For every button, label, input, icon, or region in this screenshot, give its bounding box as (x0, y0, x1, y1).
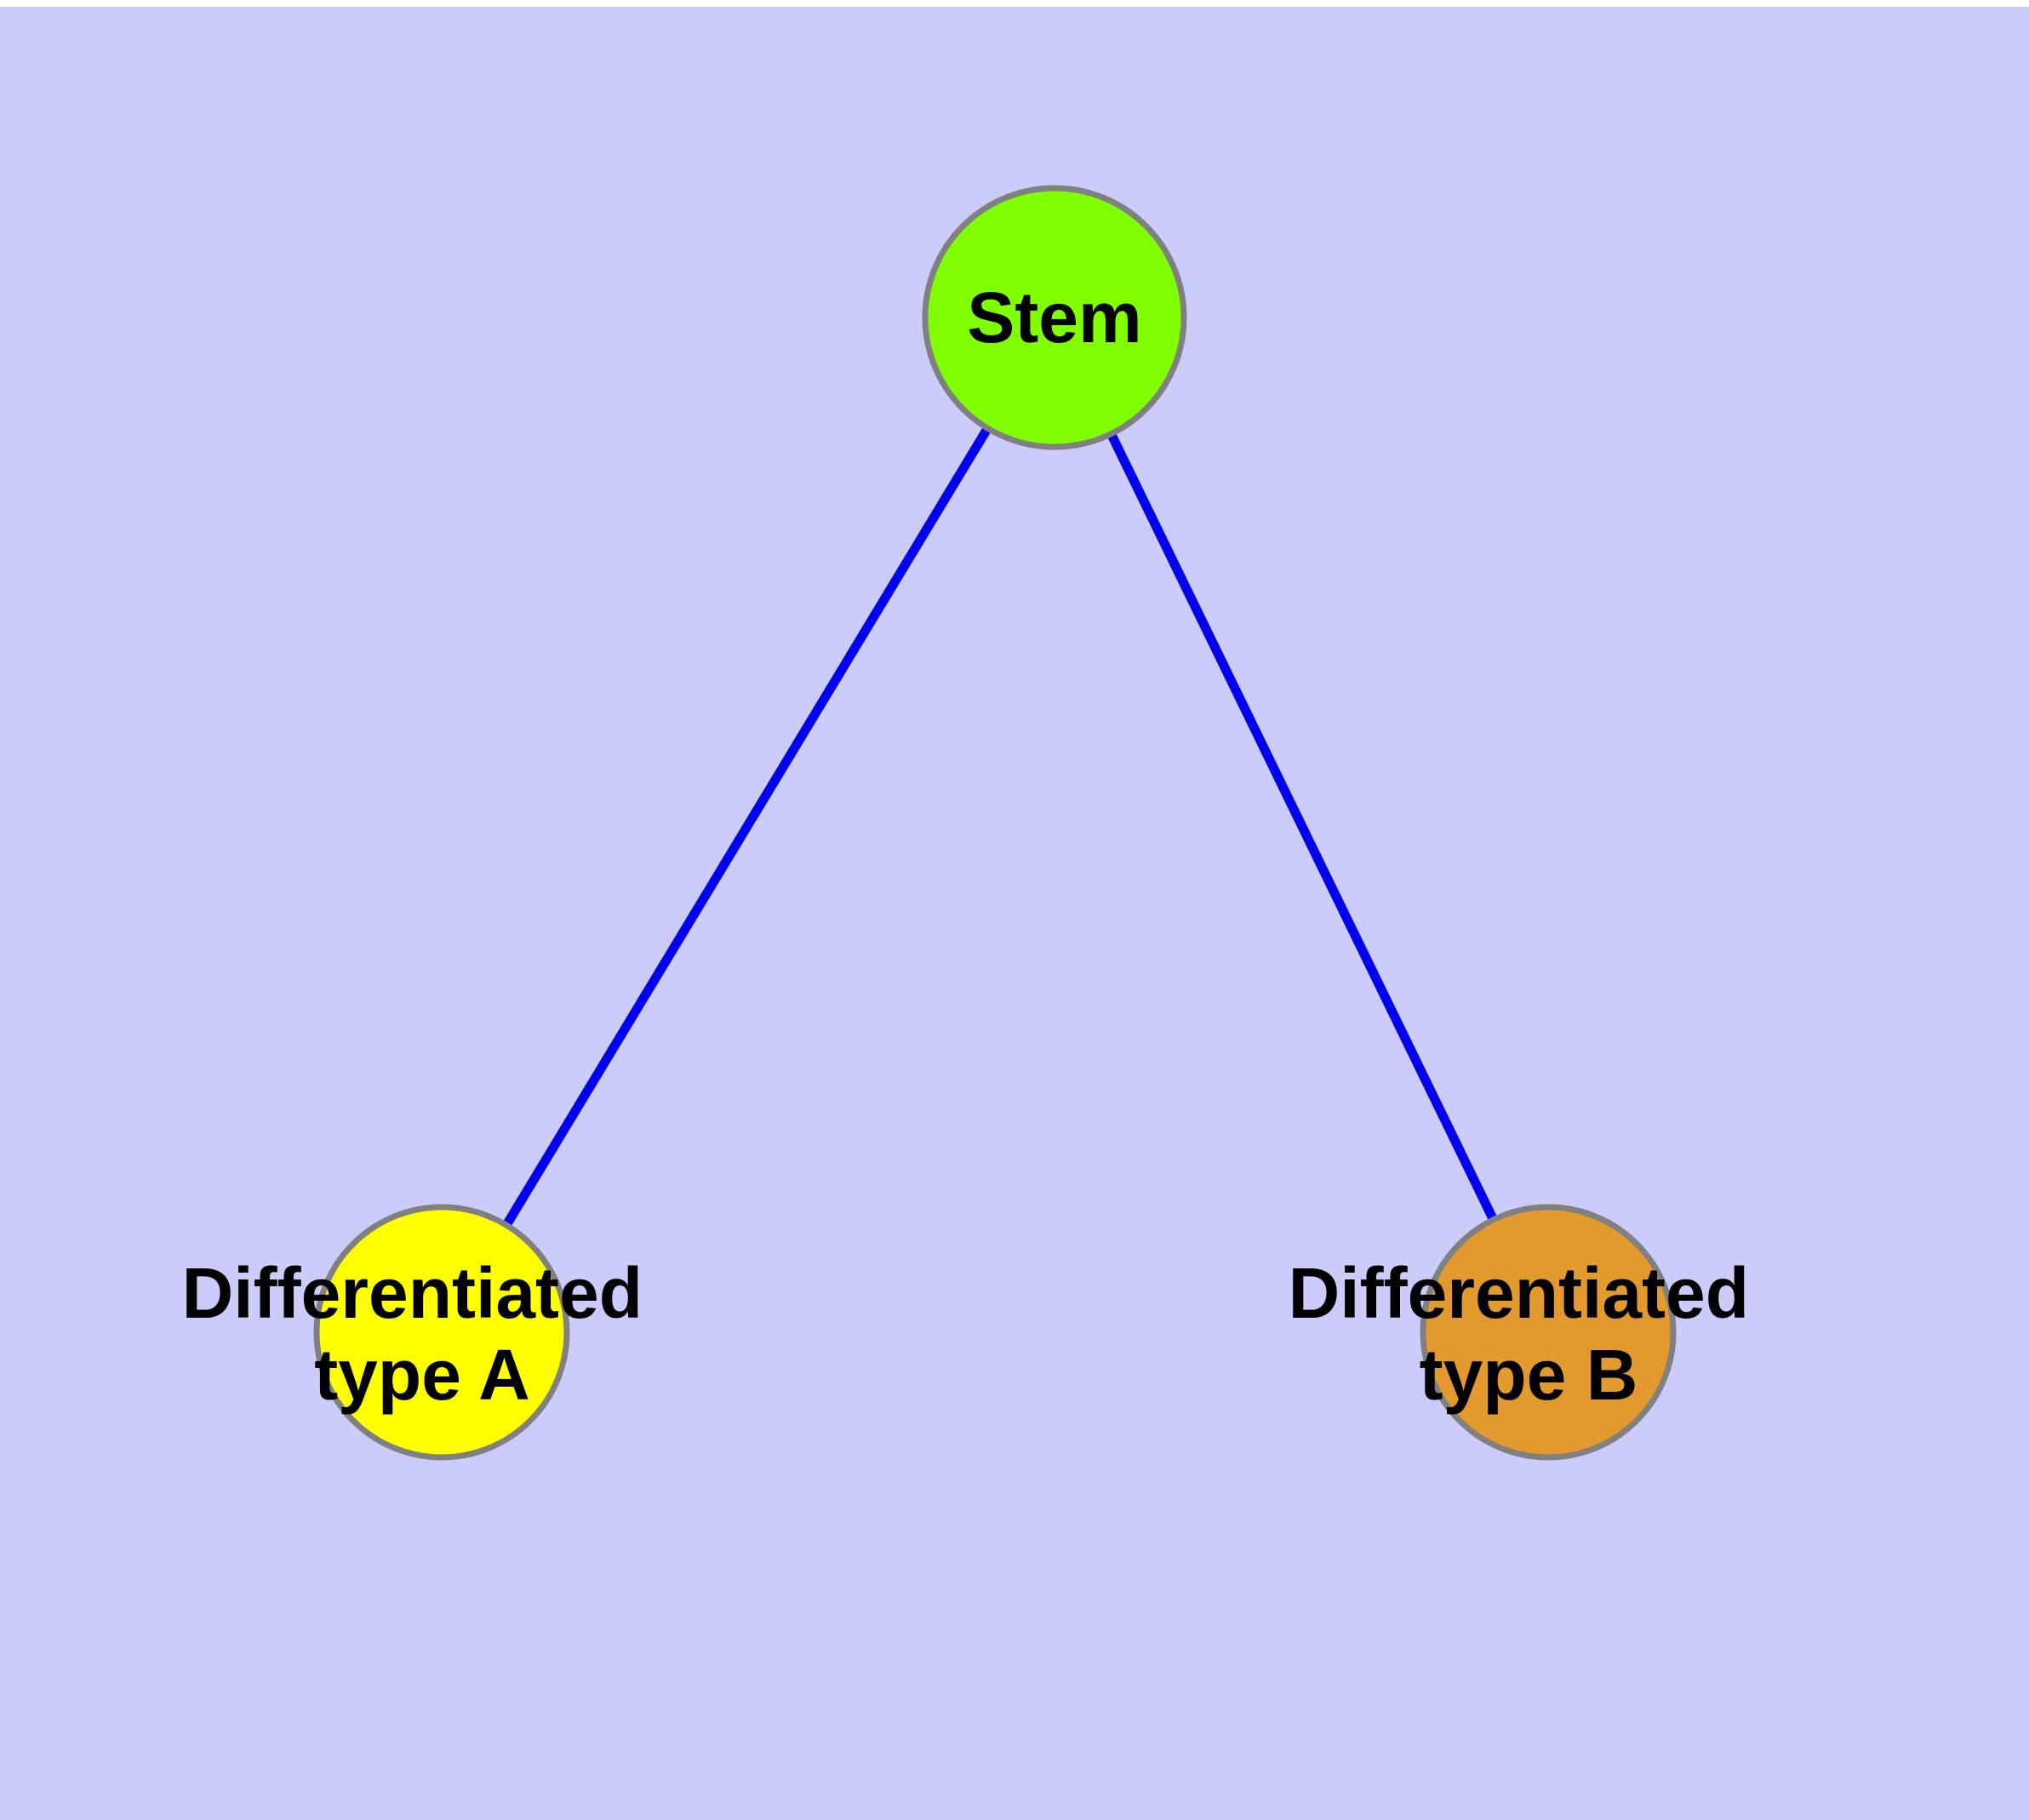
edge-stem-to-differentiated-type-b[interactable] (1050, 315, 1552, 1335)
node-label-differentiated-type-b-line1: Differentiated (1289, 1253, 1749, 1333)
node-label-stem-line1: Stem (967, 278, 1141, 358)
node-label-stem: Stem (967, 278, 1141, 358)
node-circle-differentiated-type-b[interactable] (1420, 1204, 1677, 1461)
edge-layer (437, 315, 1552, 1335)
node-circle-stem[interactable] (922, 185, 1187, 450)
node-circle-differentiated-type-a[interactable] (313, 1204, 570, 1461)
node-label-differentiated-type-a-line1: Differentiated (182, 1253, 643, 1333)
node-label-differentiated-type-a: Differentiated type A (182, 1253, 663, 1415)
node-label-differentiated-type-b-line2: type B (1420, 1335, 1638, 1415)
node-label-differentiated-type-b: Differentiated type B (1289, 1253, 1769, 1415)
node-label-differentiated-type-a-line2: type A (314, 1335, 530, 1415)
label-layer: Stem Differentiated type A Differentiate… (182, 278, 1769, 1415)
node-layer (313, 185, 1677, 1461)
edge-stem-to-differentiated-type-a[interactable] (437, 315, 1059, 1335)
